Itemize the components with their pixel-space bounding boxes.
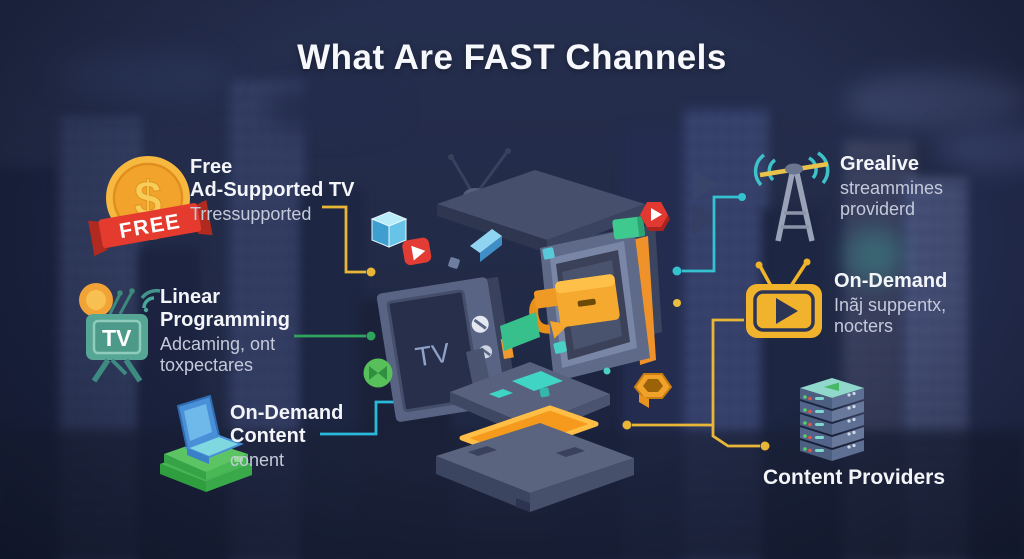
- floating-tile-green: [612, 216, 645, 240]
- content-providers-label: Content Providers: [763, 466, 946, 489]
- callout-ondemand-right-sub: Inãj suppentx, nocters: [834, 295, 947, 336]
- callout-free-sub: Trressupported: [190, 204, 312, 224]
- page-title: What Are FAST Channels: [297, 38, 727, 77]
- floating-paral-blue: [470, 229, 502, 262]
- callout-content-providers: Content Providers: [763, 364, 1000, 504]
- callout-creative: Grealive streammines providerd: [748, 145, 1018, 255]
- callout-ondemand-left-sub: conent: [230, 450, 285, 470]
- particle-cube-2: [539, 387, 550, 398]
- play-tv-icon: [746, 258, 822, 338]
- floating-rect-green: [500, 312, 540, 351]
- broadcast-tower-icon: [753, 151, 830, 242]
- tv-broadcast-icon: TV: [79, 283, 161, 383]
- center-illustration: TV: [363, 148, 681, 512]
- callout-free: $ FREE Free Ad-Supported TV Trressupport…: [88, 150, 388, 260]
- bg-play-icon: [693, 170, 720, 200]
- callout-ondemand-right: On-Demand Inãj suppentx, nocters: [738, 258, 1018, 368]
- floating-play-red: [402, 237, 432, 266]
- callout-free-heading: Free Ad-Supported TV: [190, 156, 355, 201]
- tv-screen-label: TV: [413, 338, 452, 373]
- callout-ondemand-left-heading: On-Demand Content: [230, 402, 344, 447]
- callout-ondemand-right-heading: On-Demand: [834, 270, 948, 292]
- callout-linear-sub: Adcaming, ont toxpectares: [160, 334, 276, 375]
- tv-icon-label: TV: [102, 325, 132, 351]
- callout-linear: TV Linear Programming Adcaming, ont toxp…: [70, 278, 370, 393]
- server-tiers: [800, 388, 864, 461]
- connector-creative: [672, 193, 746, 276]
- callout-creative-heading: Grealive: [840, 153, 919, 175]
- particle-yellow: [673, 299, 681, 307]
- particle-teal: [603, 367, 611, 375]
- server-stack-icon: [800, 378, 864, 461]
- wifi-waves-icon: [140, 288, 161, 313]
- hex-bowl-orange: [633, 373, 673, 408]
- callout-creative-sub: streammines providerd: [840, 178, 944, 219]
- callout-linear-heading: Linear Programming: [160, 286, 291, 331]
- callout-ondemand-left: On-Demand Content conent: [142, 392, 402, 502]
- floating-chip-teal: [542, 247, 555, 260]
- particle-cube: [448, 257, 460, 269]
